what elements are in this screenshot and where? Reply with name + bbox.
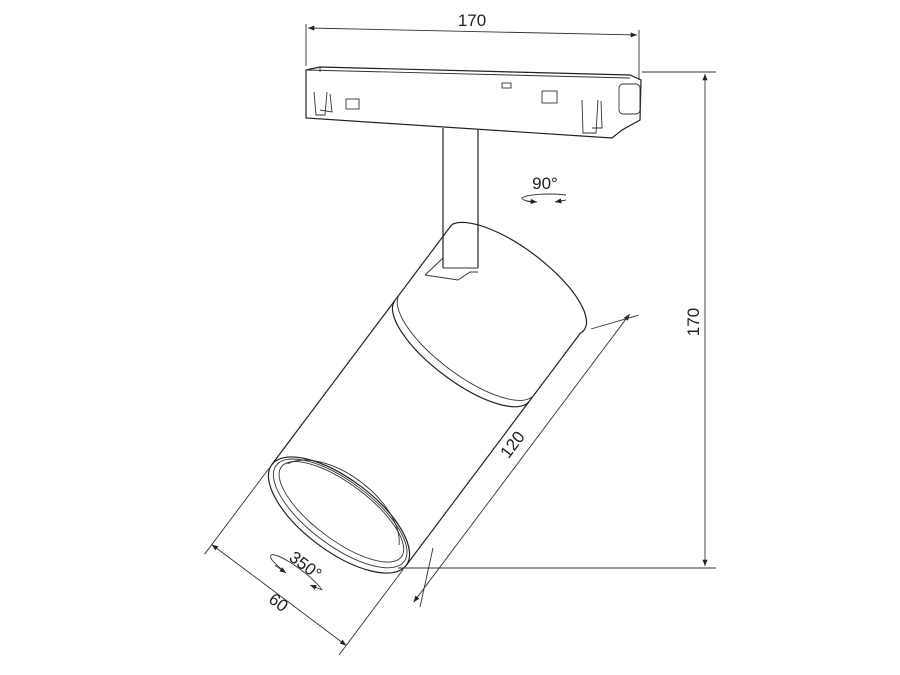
dimension-length-label: 120 bbox=[496, 428, 528, 462]
dimension-diameter-line bbox=[211, 544, 347, 646]
dimension-total-height: 170 bbox=[398, 71, 716, 569]
track-adapter bbox=[305, 66, 642, 139]
spotlight-body bbox=[204, 221, 640, 656]
rotation-indicator-horizontal: 350° bbox=[270, 547, 326, 591]
dimension-length-line bbox=[413, 313, 630, 603]
dimension-diameter-label: 60 bbox=[265, 589, 292, 616]
front-ring bbox=[267, 456, 411, 574]
mounting-stem bbox=[424, 128, 479, 281]
body-band bbox=[391, 300, 530, 408]
dimension-track-width: 170 bbox=[305, 11, 640, 80]
rear-cap bbox=[451, 221, 588, 334]
rotation-label: 90° bbox=[532, 174, 558, 193]
dimension-label: 170 bbox=[684, 308, 703, 336]
rotation-label: 350° bbox=[286, 547, 326, 583]
dimension-label: 170 bbox=[458, 11, 486, 30]
rotation-indicator-vertical: 90° bbox=[521, 174, 567, 204]
